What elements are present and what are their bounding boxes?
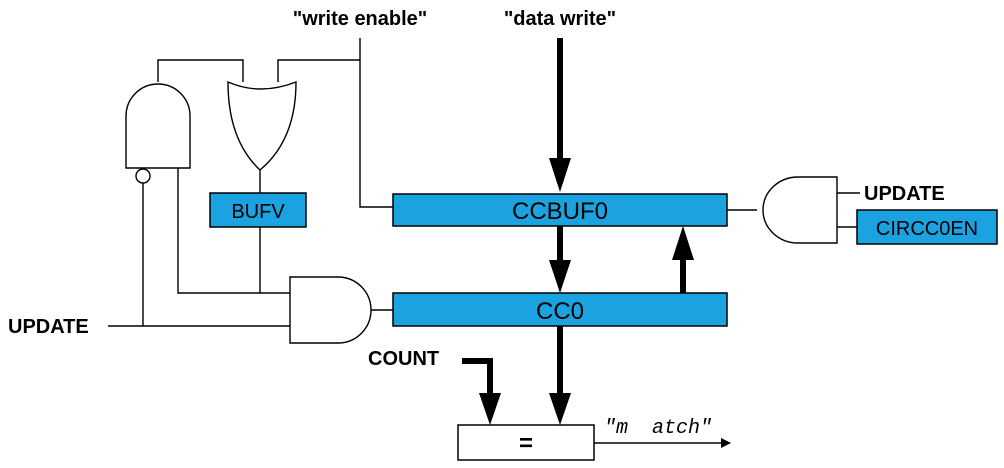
bufv-block: BUFV [209,192,307,228]
ccbuf0-to-cc0-bus [549,226,571,293]
count-bus [462,358,501,425]
cc0-to-comparator-bus [549,326,571,425]
cc0-label: CC0 [536,298,584,325]
circc0en-label: CIRCC0EN [876,218,978,240]
cc0-register: CC0 [392,292,728,327]
nand-gate-top-left [125,83,191,184]
circc0en-block: CIRCC0EN [856,209,998,245]
update-right-label: UPDATE [864,183,945,205]
match-label: ″m atch″ [604,417,712,440]
and-to-lower-and-wire [177,168,290,294]
data-write-bus [549,38,571,192]
comparator-block: = [457,424,595,461]
write-enable-label: "write enable" [293,8,428,30]
bufv-label: BUFV [231,201,285,223]
data-write-label: "data write" [504,8,616,30]
ccbuf0-register: CCBUF0 [392,193,728,227]
or-gate-top [227,80,297,171]
and-gate-right [762,176,838,244]
update-left-label: UPDATE [8,316,89,338]
and-gate-lower [289,276,372,344]
comparator-label: = [519,430,533,457]
cc0-to-ccbuf0-bus [672,226,694,293]
ccbuf0-label: CCBUF0 [512,198,608,225]
count-label: COUNT [368,348,439,370]
write-enable-wires [157,38,393,208]
